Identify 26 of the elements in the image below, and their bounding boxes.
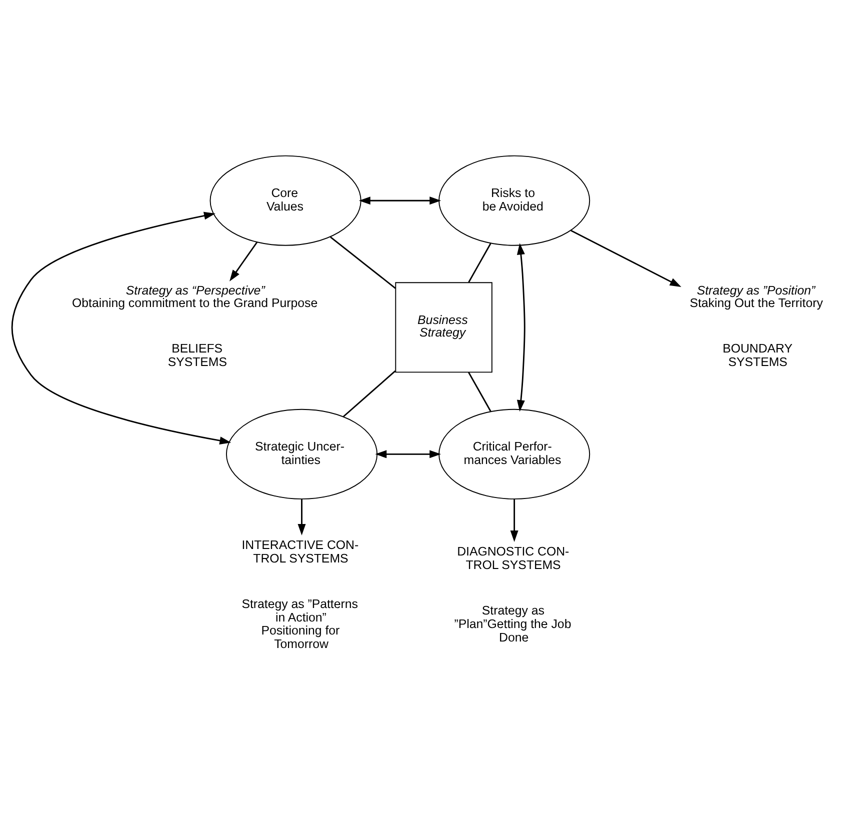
connector (468, 372, 492, 412)
arrow (375, 450, 442, 458)
connector (342, 370, 396, 418)
node-ellipse: Risks to be Avoided (438, 155, 590, 246)
node-label: Strategy as ”Position” (696, 283, 816, 298)
connector (468, 243, 492, 283)
arrow (516, 243, 526, 412)
arrow (510, 499, 518, 542)
node-label: Strategy as ”Patterns in Action” (242, 597, 358, 624)
node-ellipse: Core Values (210, 155, 362, 246)
node-text: INTERACTIVE CON- TROL SYSTEMS (242, 538, 359, 566)
node-ellipse: Critical Perfor- mances Variables (438, 408, 590, 500)
connector (330, 236, 396, 289)
node-text: BOUNDARY SYSTEMS (722, 342, 792, 369)
node-box: Business Strategy (395, 282, 492, 373)
node-label: Positioning for Tomorrow (261, 624, 340, 652)
arrow (298, 499, 306, 536)
node-text: DIAGNOSTIC CON- TROL SYSTEMS (457, 544, 570, 572)
arrow (230, 242, 258, 282)
arrow (11, 212, 232, 445)
node-label: Strategy as ”Plan”Getting the Job Done (454, 604, 572, 644)
node-text: BELIEFS SYSTEMS (168, 342, 227, 369)
node-label: Strategy as “Perspective” (126, 283, 265, 298)
arrow (570, 230, 682, 288)
node-ellipse: Strategic Uncer- tainties (226, 408, 378, 500)
arrow (358, 196, 442, 205)
